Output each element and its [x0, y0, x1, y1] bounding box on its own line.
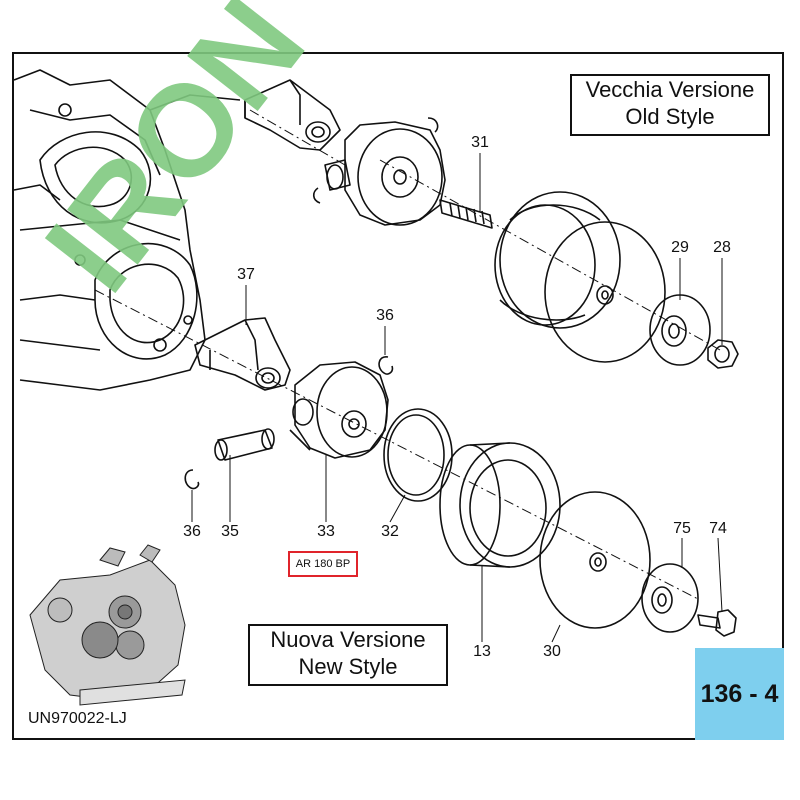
pump-thumbnail: [29, 544, 186, 706]
washer-29: [649, 294, 711, 366]
old-style-line2: Old Style: [625, 104, 715, 129]
old-style-line1: Vecchia Versione: [585, 77, 755, 102]
new-style-box: Nuova Versione New Style: [248, 624, 448, 686]
document-code: UN970022-LJ: [28, 710, 127, 727]
leader-lines: [191, 153, 723, 643]
circlip-36-lower: [184, 469, 200, 490]
part-number-30: 30: [543, 643, 561, 660]
new-style-line1: Nuova Versione: [270, 627, 426, 652]
part-number-28: 28: [713, 239, 731, 256]
axis-lines: [94, 109, 721, 601]
circlip-36-upper: [378, 356, 394, 375]
part-number-35: 35: [221, 523, 239, 540]
part-number-31: 31: [471, 134, 489, 151]
ring-32: [383, 408, 453, 502]
part-number-36-lower: 36: [183, 523, 201, 540]
old-style-box: Vecchia Versione Old Style: [570, 74, 770, 136]
sleeve-13: [439, 442, 561, 568]
part-code-box: AR 180 BP: [288, 551, 358, 577]
pin-35: [214, 428, 275, 461]
part-number-75: 75: [673, 520, 691, 537]
part-number-32: 32: [381, 523, 399, 540]
part-number-33: 33: [317, 523, 335, 540]
nut-28: [707, 339, 739, 369]
part-number-37: 37: [237, 266, 255, 283]
part-number-13: 13: [473, 643, 491, 660]
watermark: IRON: [17, 0, 332, 317]
part-number-29: 29: [671, 239, 689, 256]
connecting-rod-37: [194, 317, 291, 391]
page-tag: 136 - 4: [695, 648, 784, 740]
stud-31: [439, 199, 493, 229]
piston-33: [289, 361, 389, 459]
part-number-36-upper: 36: [376, 307, 394, 324]
diagram-frame: [12, 52, 784, 740]
diaphragm-old: [494, 191, 666, 363]
diaphragm-30: [539, 491, 651, 629]
piston-old: [312, 117, 446, 226]
bolt-74: [697, 609, 737, 637]
new-style-line2: New Style: [298, 654, 398, 679]
part-number-74: 74: [709, 520, 727, 537]
washer-75: [641, 563, 699, 633]
pump-housing: [13, 69, 241, 391]
